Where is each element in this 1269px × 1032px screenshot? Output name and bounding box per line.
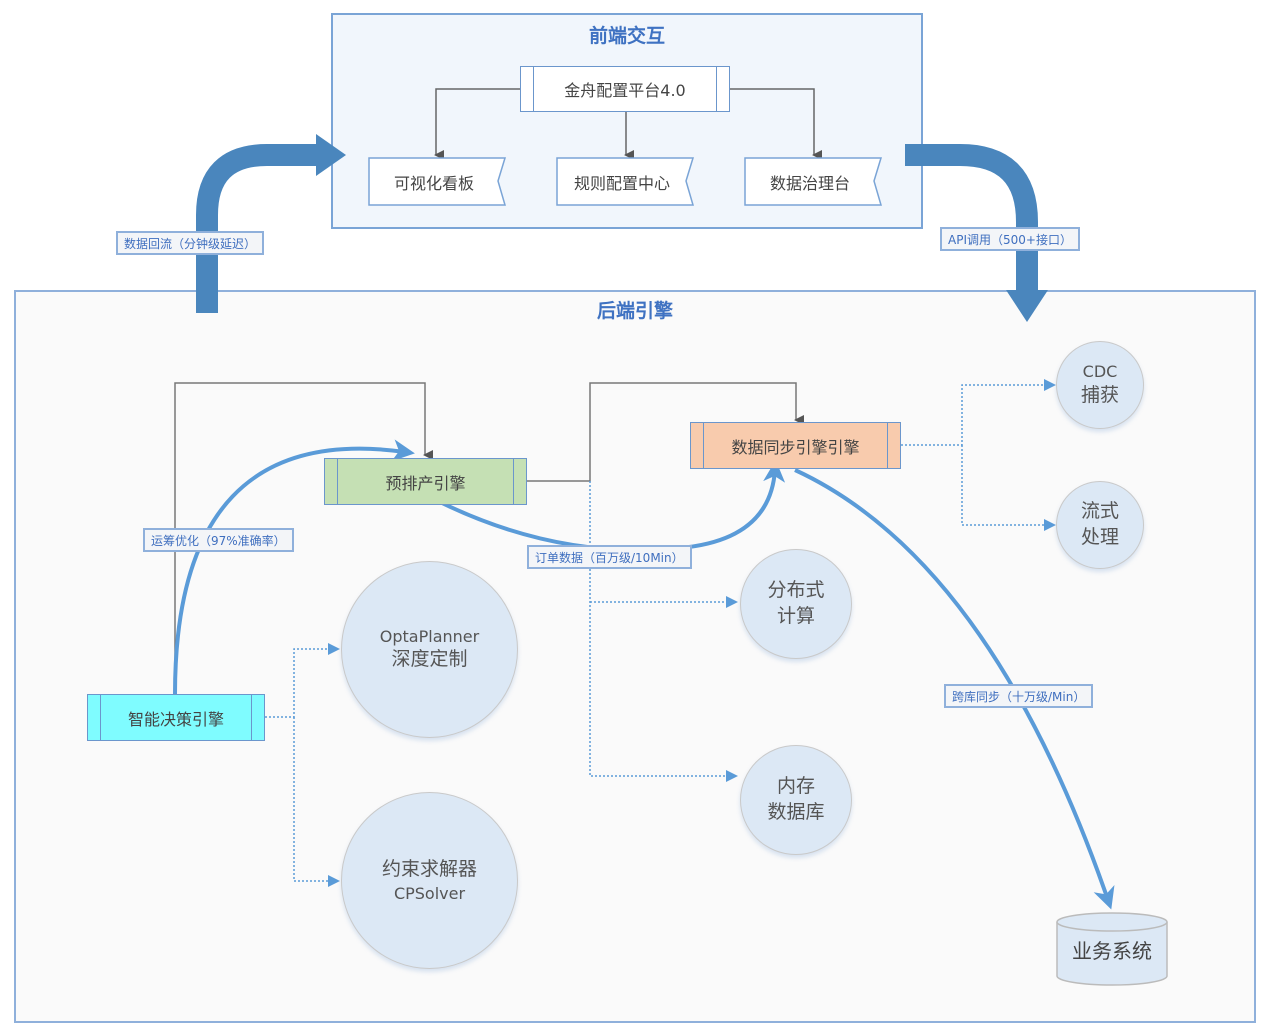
backend-frame: 后端引擎 — [14, 290, 1256, 1023]
memory-db-line2: 数据库 — [767, 801, 825, 823]
optaplanner-line2: 深度定制 — [391, 648, 468, 671]
module-data-governance-label: 数据治理台 — [769, 174, 850, 193]
platform-node[interactable]: 金舟配置平台4.0 — [520, 66, 730, 112]
label-cross-db-sync: 跨库同步（十万级/Min） — [944, 684, 1094, 708]
prescheduling-to-sync-line — [527, 382, 804, 482]
backend-title: 后端引擎 — [596, 300, 673, 322]
backflow-big-arrow — [196, 134, 346, 313]
decision-engine-label: 智能决策引擎 — [127, 709, 224, 729]
frontend-title: 前端交互 — [588, 25, 665, 47]
platform-connectors — [434, 88, 822, 160]
memory-db-node[interactable]: 内存 数据库 — [740, 745, 852, 855]
distributed-computing-node[interactable]: 分布式 计算 — [740, 549, 852, 659]
module-data-governance[interactable]: 数据治理台 — [745, 158, 875, 206]
data-sync-engine-label: 数据同步引擎引擎 — [731, 437, 860, 457]
module-rule-config-label: 规则配置中心 — [573, 174, 670, 193]
business-system-label: 业务系统 — [1072, 939, 1152, 963]
stream-processing-node[interactable]: 流式 处理 — [1056, 481, 1144, 569]
module-banners — [368, 157, 883, 206]
optaplanner-node[interactable]: OptaPlanner 深度定制 — [341, 561, 518, 738]
label-order-data: 订单数据（百万级/10Min） — [527, 545, 692, 569]
prescheduling-engine[interactable]: 预排产引擎 — [324, 458, 527, 505]
cdc-capture-node[interactable]: CDC 捕获 — [1056, 341, 1144, 429]
cpsolver-node[interactable]: 约束求解器 CPSolver — [341, 792, 518, 969]
api-big-arrow — [905, 144, 1048, 322]
module-dashboard[interactable]: 可视化看板 — [369, 158, 499, 206]
distributed-line2: 计算 — [776, 605, 815, 627]
module-rule-config[interactable]: 规则配置中心 — [557, 158, 687, 206]
flow-arrows — [173, 439, 1115, 910]
platform-label: 金舟配置平台4.0 — [564, 81, 686, 100]
data-sync-engine[interactable]: 数据同步引擎引擎 — [690, 422, 901, 469]
prescheduling-engine-label: 预排产引擎 — [385, 473, 466, 493]
cdc-line1: CDC — [1082, 362, 1118, 382]
memory-db-line1: 内存 — [776, 775, 815, 798]
stream-line1: 流式 — [1080, 500, 1119, 523]
label-optimization: 运筹优化（97%准确率） — [143, 528, 294, 552]
decision-engine[interactable]: 智能决策引擎 — [87, 694, 265, 741]
business-system-cylinder — [1056, 912, 1168, 986]
cdc-line2: 捕获 — [1080, 383, 1119, 406]
label-data-backflow: 数据回流（分钟级延迟） — [116, 231, 265, 255]
cpsolver-line1: 约束求解器 — [381, 857, 477, 880]
cpsolver-line2: CPSolver — [393, 883, 466, 903]
optaplanner-line1: OptaPlanner — [379, 626, 480, 646]
label-api-call: API调用（500+接口） — [940, 227, 1080, 251]
module-dashboard-label: 可视化看板 — [393, 174, 474, 193]
dotted-connectors — [265, 379, 1056, 887]
distributed-line1: 分布式 — [767, 579, 825, 602]
stream-line2: 处理 — [1080, 526, 1119, 548]
